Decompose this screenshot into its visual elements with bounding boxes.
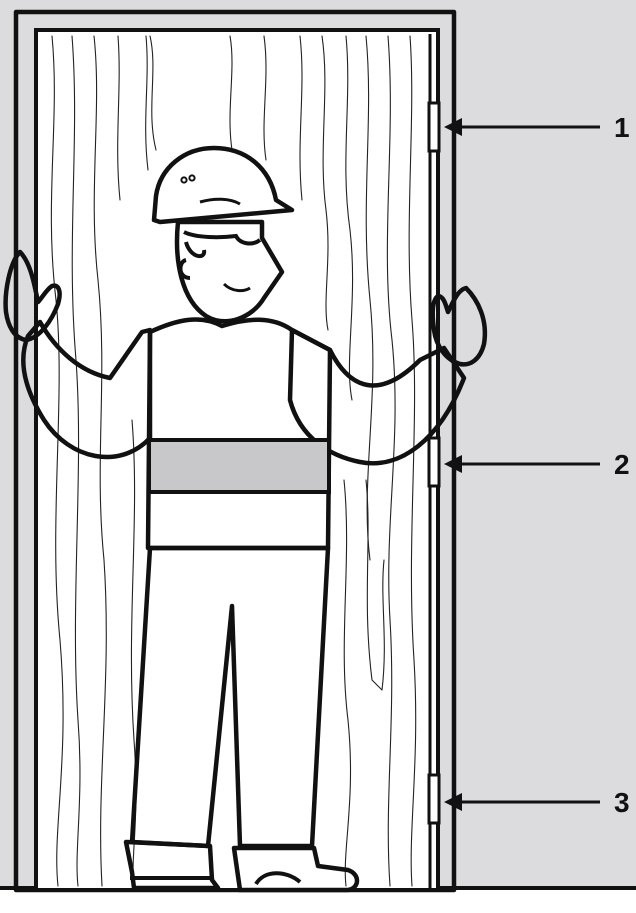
callout-number-2: 2: [614, 449, 630, 480]
worker-belt: [149, 440, 329, 492]
callout-number-1: 1: [614, 112, 630, 143]
hinge-2-icon: [429, 438, 439, 486]
hinge-1-icon: [429, 103, 439, 151]
hinge-3-icon: [429, 775, 439, 823]
callout-number-3: 3: [614, 787, 630, 818]
